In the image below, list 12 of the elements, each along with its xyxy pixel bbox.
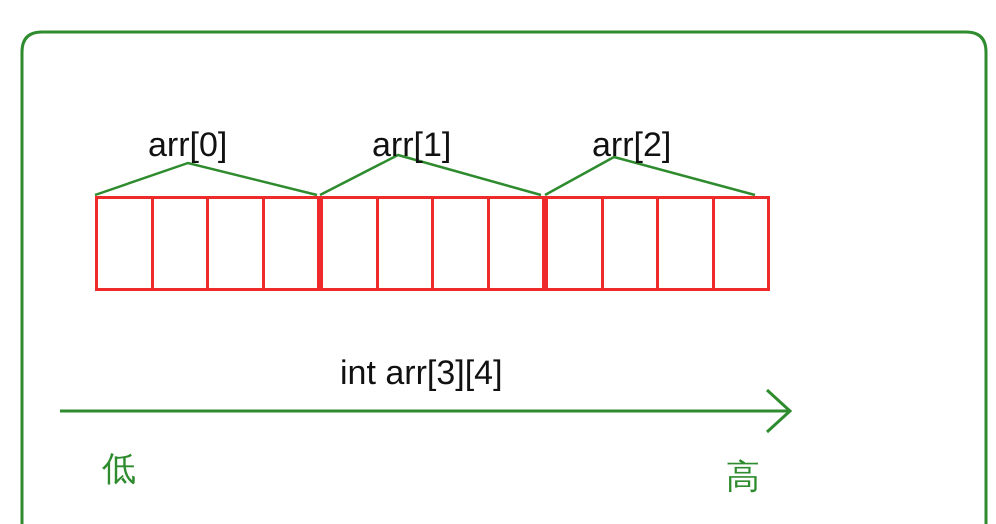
declaration-text: int arr[3][4] — [340, 356, 503, 390]
array-label: arr[1] — [372, 128, 452, 162]
memory-cell — [320, 196, 378, 291]
address-label: 低 — [102, 452, 136, 486]
address-label: 高 — [726, 460, 760, 494]
array-label: arr[2] — [592, 128, 672, 162]
memory-cell — [431, 196, 490, 291]
array-label: arr[0] — [148, 128, 228, 162]
memory-cell — [656, 196, 714, 291]
memory-cell — [95, 196, 154, 291]
memory-cell — [206, 196, 264, 291]
memory-cell — [545, 196, 604, 291]
